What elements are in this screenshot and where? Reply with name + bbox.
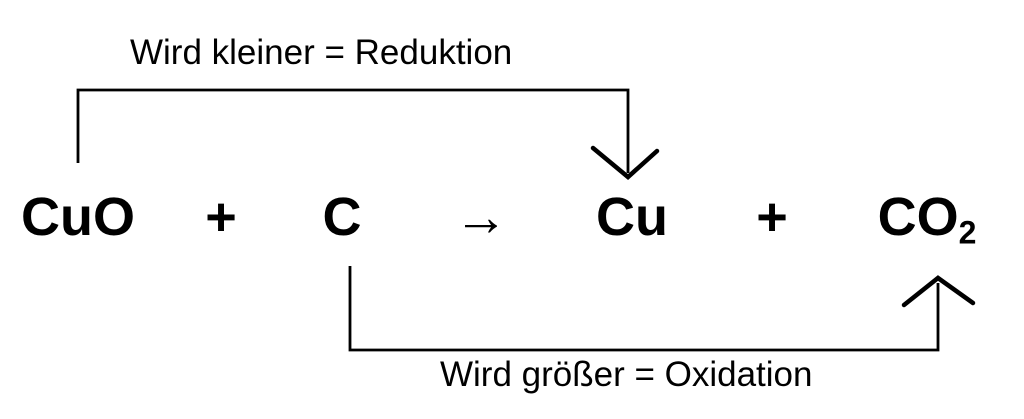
equation-reactant-c: C (322, 187, 362, 247)
equation-product-co2: CO2 (878, 190, 977, 248)
equation-yields-arrow-icon: → (454, 187, 508, 247)
equation-plus-sign-1: + (205, 187, 237, 247)
equation-reactant-cuo: CuO (21, 187, 135, 247)
oxidation-label: Wird größer = Oxidation (440, 355, 813, 394)
oxidation-bracket-line (348, 266, 940, 352)
co2-subscript: 2 (958, 214, 977, 251)
oxidation-arrowhead-icon (901, 275, 976, 308)
reduction-label: Wird kleiner = Reduktion (130, 33, 513, 72)
reduction-arrowhead-icon (590, 145, 660, 180)
equation-plus-sign-2: + (756, 187, 788, 247)
reduction-bracket-line (76, 88, 630, 173)
equation-product-cu: Cu (596, 187, 668, 247)
co2-formula-main: CO (877, 187, 959, 247)
